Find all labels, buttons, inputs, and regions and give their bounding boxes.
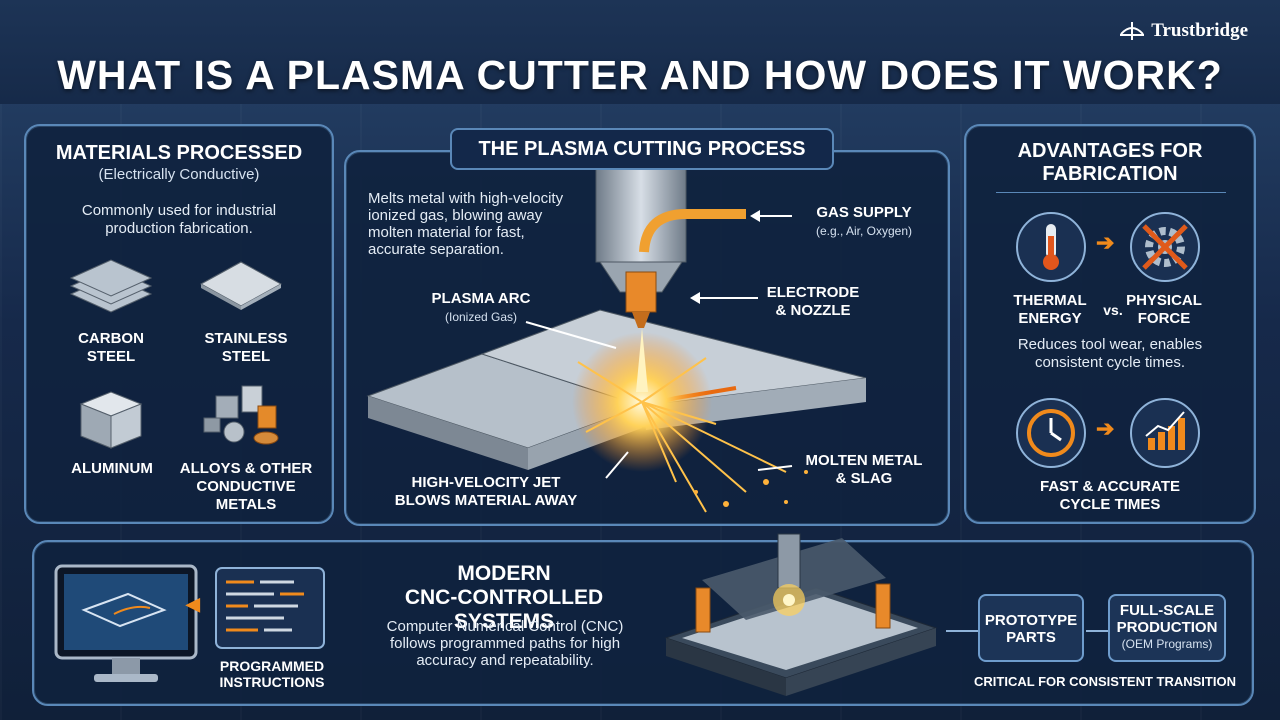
advantages-heading-1: ADVANTAGES FOR	[1017, 140, 1203, 162]
gas-supply-text: GAS SUPPLY	[816, 204, 912, 221]
stainless-steel-label-1: STAINLESS	[204, 330, 288, 347]
advantages-panel: ADVANTAGES FOR FABRICATION ➔ THERMAL ENE…	[964, 124, 1256, 524]
physical-text-1: PHYSICAL	[1126, 292, 1202, 309]
cnc-description: Computer Numerical Control (CNC) follows…	[386, 618, 624, 669]
arrow-right-icon-2: ➔	[1096, 416, 1115, 441]
carbon-steel-icon	[69, 259, 153, 313]
thermal-text-2: ENERGY	[1018, 310, 1082, 327]
materials-description: Commonly used for industrial production …	[81, 202, 277, 237]
stainless-steel-icon	[199, 261, 283, 310]
production-note: (OEM Programs)	[1121, 637, 1213, 651]
monitor-icon	[54, 564, 198, 682]
molten-label: MOLTEN METAL & SLAG	[794, 452, 934, 488]
carbon-steel-label: CARBON STEEL	[66, 330, 156, 366]
plasma-arc-label: PLASMA ARC (Ionized Gas)	[416, 290, 546, 326]
production-text-1: FULL-SCALE	[1119, 602, 1215, 619]
prototype-parts-box: PROTOTYPE PARTS	[978, 594, 1084, 662]
materials-heading: MATERIALS PROCESSED	[55, 142, 303, 164]
cnc-heading-1: MODERN	[457, 562, 551, 585]
alloys-label-2: CONDUCTIVE	[196, 478, 296, 495]
clock-icon	[1016, 398, 1086, 468]
process-heading-box: THE PLASMA CUTTING PROCESS	[450, 128, 834, 170]
process-heading-text: THE PLASMA CUTTING PROCESS	[478, 138, 806, 160]
jet-text-2: BLOWS MATERIAL AWAY	[394, 492, 578, 509]
arrow-right-icon: ➔	[1096, 230, 1115, 255]
aluminum-label-1: ALUMINUM	[71, 460, 153, 477]
production-text-2: PRODUCTION	[1116, 619, 1218, 636]
code-instructions-icon	[215, 567, 325, 649]
growth-chart-icon	[1130, 398, 1200, 468]
physical-text-2: FORCE	[1137, 310, 1191, 327]
cnc-heading: MODERN CNC-CONTROLLED SYSTEMS	[354, 562, 654, 634]
advantages-heading-2: FABRICATION	[1042, 163, 1178, 185]
materials-panel: MATERIALS PROCESSED (Electrically Conduc…	[24, 124, 334, 524]
programmed-text-2: INSTRUCTIONS	[219, 674, 325, 690]
prototype-text-1: PROTOTYPE	[984, 612, 1078, 629]
page-title: WHAT IS A PLASMA CUTTER AND HOW DOES IT …	[57, 52, 1223, 98]
aluminum-label: ALUMINUM	[62, 460, 162, 478]
brand-name: Trustbridge	[1151, 20, 1248, 41]
stainless-steel-label: STAINLESS STEEL	[196, 330, 296, 366]
jet-text-1: HIGH-VELOCITY JET	[411, 474, 561, 491]
molten-text-1: MOLTEN METAL	[805, 452, 923, 469]
flow-arrow-to-production	[1086, 630, 1108, 632]
plasma-arc-text: PLASMA ARC	[431, 290, 531, 307]
alloys-label-1: ALLOYS & OTHER	[179, 460, 313, 477]
electrode-text-2: & NOZZLE	[775, 302, 851, 319]
header: Trustbridge WHAT IS A PLASMA CUTTER AND …	[0, 0, 1280, 104]
cnc-panel: ◀ PROGRAMMED INSTRUCTIONS MODERN CNC-CON…	[32, 533, 1254, 706]
programmed-instructions-label: PROGRAMMED INSTRUCTIONS	[210, 658, 334, 690]
process-panel: Melts metal with high-velocity ionized g…	[344, 150, 950, 526]
heading-divider	[996, 192, 1226, 193]
electrode-label: ELECTRODE & NOZZLE	[758, 284, 868, 320]
molten-text-2: & SLAG	[835, 470, 893, 487]
thermal-text-1: THERMAL	[1013, 292, 1087, 309]
fast-accurate-label: FAST & ACCURATE CYCLE TIMES	[986, 478, 1234, 514]
fast-text-2: CYCLE TIMES	[1059, 496, 1161, 513]
thermal-energy-label: THERMAL ENERGY	[1002, 292, 1098, 328]
process-description: Melts metal with high-velocity ionized g…	[368, 190, 564, 258]
flow-arrow-to-prototype	[946, 630, 980, 632]
jet-label: HIGH-VELOCITY JET BLOWS MATERIAL AWAY	[386, 474, 586, 510]
alloys-label-3: METALS	[215, 496, 277, 513]
advantages-note: Reduces tool wear, enables consistent cy…	[1017, 336, 1203, 371]
plasma-arc-note: (Ionized Gas)	[444, 310, 518, 324]
fast-text-1: FAST & ACCURATE	[1040, 478, 1180, 495]
carbon-steel-label-2: STEEL	[86, 348, 136, 365]
alloys-icon	[203, 385, 279, 445]
materials-subheading: (Electrically Conductive)	[98, 166, 260, 183]
gas-supply-note: (e.g., Air, Oxygen)	[815, 224, 913, 238]
bridge-icon	[1120, 22, 1145, 40]
plasma-cutting-illustration	[366, 152, 867, 513]
programmed-text-1: PROGRAMMED	[219, 658, 325, 674]
alloys-label: ALLOYS & OTHER CONDUCTIVE METALS	[176, 460, 316, 514]
prototype-text-2: PARTS	[1006, 629, 1056, 646]
thermometer-icon	[1016, 212, 1086, 282]
aluminum-icon	[79, 391, 143, 449]
electrode-text-1: ELECTRODE	[766, 284, 860, 301]
full-scale-production-box: FULL-SCALE PRODUCTION (OEM Programs)	[1108, 594, 1226, 662]
cnc-machine-illustration	[664, 533, 938, 696]
cnc-heading-2: CNC-CONTROLLED SYSTEMS	[404, 586, 604, 633]
arrow-left-icon: ◀	[186, 594, 200, 614]
stainless-steel-label-2: STEEL	[221, 348, 271, 365]
carbon-steel-label-1: CARBON	[78, 330, 144, 347]
physical-force-label: PHYSICAL FORCE	[1116, 292, 1212, 328]
gear-crossed-icon	[1130, 212, 1200, 282]
brand-logo[interactable]: Trustbridge	[1119, 20, 1248, 42]
vs-label: vs.	[1103, 302, 1123, 318]
advantages-heading: ADVANTAGES FOR FABRICATION	[966, 140, 1254, 186]
gas-supply-label: GAS SUPPLY (e.g., Air, Oxygen)	[794, 204, 934, 240]
transition-label: CRITICAL FOR CONSISTENT TRANSITION	[974, 674, 1236, 689]
